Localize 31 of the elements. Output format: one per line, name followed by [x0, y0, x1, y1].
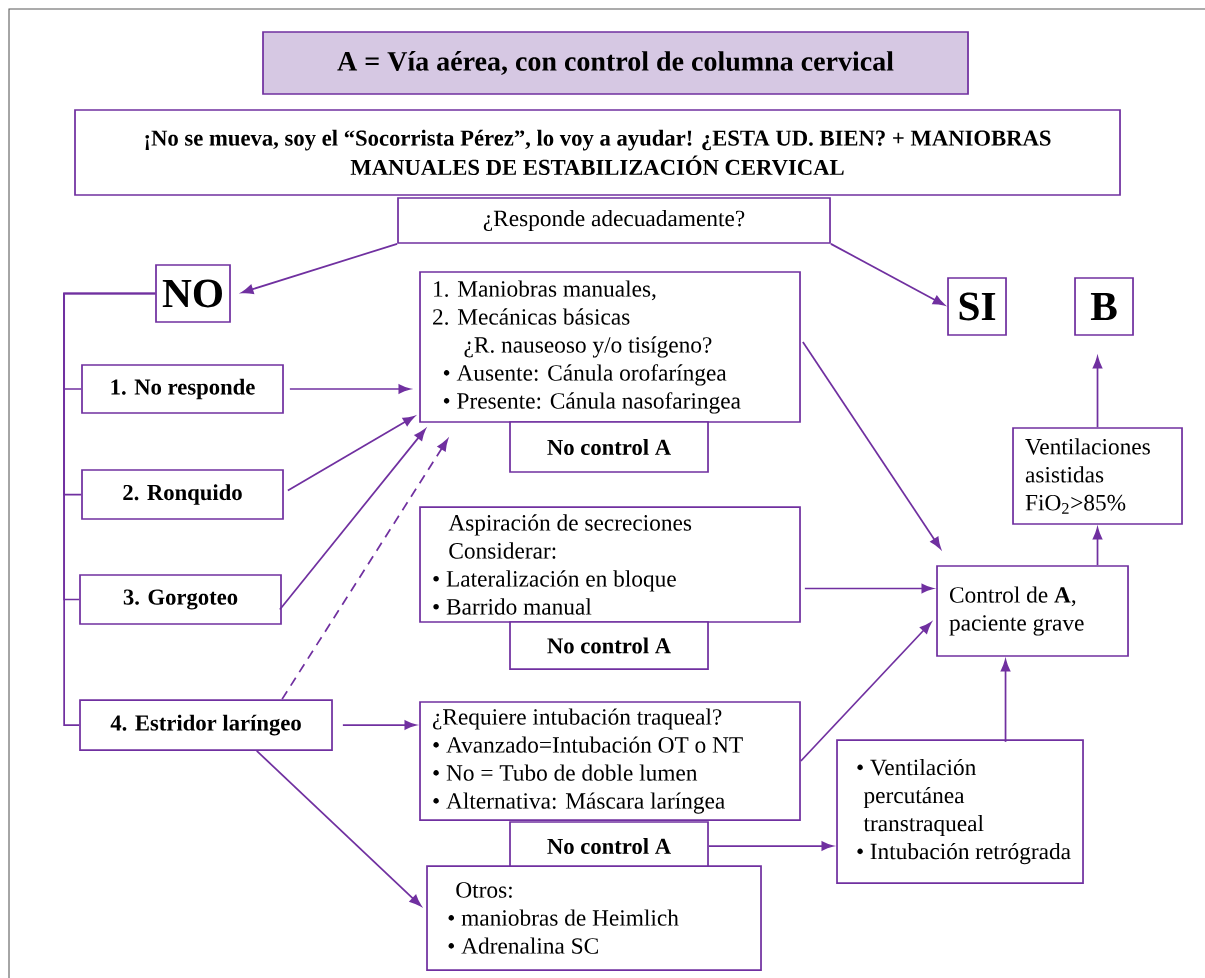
arrow [255, 750, 422, 907]
arrow [830, 243, 945, 306]
finding-box: 4. Estridor laríngeo [79, 699, 333, 751]
arrow [800, 622, 932, 762]
finding-box: 3. Gorgoteo [79, 574, 282, 625]
result-box: Control de A, paciente grave [936, 565, 1129, 657]
arrow [804, 583, 934, 594]
procedure-box: • Ventilación percutánea transtraqueal • Intubación retrógrada [836, 739, 1084, 884]
finding-box: 1. No responde [81, 364, 284, 414]
connector-line [63, 292, 156, 726]
arrow [279, 428, 426, 611]
arrow [289, 384, 411, 394]
question-box: ¿Responde adecuadamente? [397, 197, 831, 244]
decision-box: SI [947, 277, 1007, 336]
title-box: A = Vía aérea, con control de columna cervical [262, 31, 969, 95]
arrow [1092, 356, 1103, 428]
decision-box: NO [155, 264, 231, 323]
status-box: No control A [509, 621, 709, 670]
arrow [802, 341, 941, 549]
status-box: No control A [509, 421, 709, 473]
step-box: B [1074, 277, 1134, 336]
arrow [287, 415, 415, 492]
status-box: No control A [509, 821, 709, 871]
arrow [241, 243, 398, 294]
arrow [1000, 659, 1011, 743]
procedure-box: Ventilaciones asistidas FiO$_{2}$>85% [1012, 427, 1183, 525]
finding-box: 2. Ronquido [81, 469, 284, 520]
dashed-arrow [281, 439, 449, 700]
arrow [342, 720, 417, 730]
arrow [708, 841, 834, 851]
arrow [1092, 527, 1103, 566]
